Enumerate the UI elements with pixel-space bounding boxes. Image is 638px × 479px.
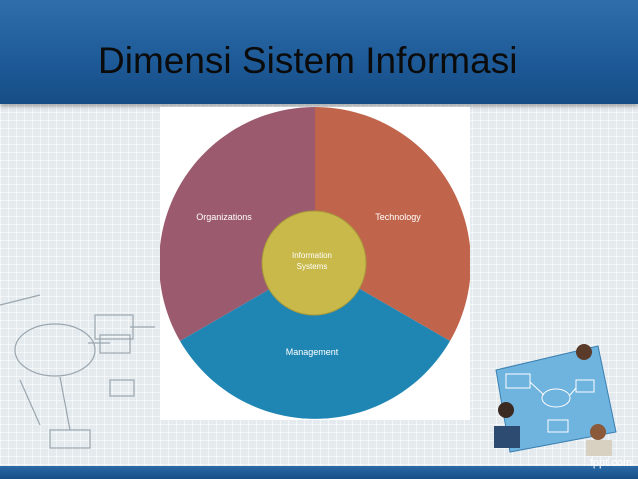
organizations-label: Organizations	[196, 212, 252, 222]
center-label-line1: Information	[292, 251, 332, 260]
person-head-icon	[590, 424, 606, 440]
title-bar: Dimensi Sistem Informasi	[0, 0, 638, 104]
person-head-icon	[498, 402, 514, 418]
person-head-icon	[576, 344, 592, 360]
management-label: Management	[286, 347, 339, 357]
slide-title: Dimensi Sistem Informasi	[98, 40, 518, 81]
diagram-panel: Organizations Technology Management Info…	[160, 107, 470, 420]
footer-bar: fppt.com	[0, 457, 638, 479]
information-systems-center	[261, 210, 367, 316]
management-segment	[180, 263, 450, 419]
team-planning-illustration	[494, 344, 617, 456]
technology-label: Technology	[375, 212, 421, 222]
information-systems-diagram: Organizations Technology Management Info…	[160, 107, 470, 419]
sketch-drawing-left	[0, 294, 155, 449]
person-body-icon	[586, 440, 612, 456]
brand-logo-text: fppt.com	[589, 457, 632, 469]
person-body-icon	[494, 426, 520, 448]
center-label-line2: Systems	[297, 262, 328, 271]
